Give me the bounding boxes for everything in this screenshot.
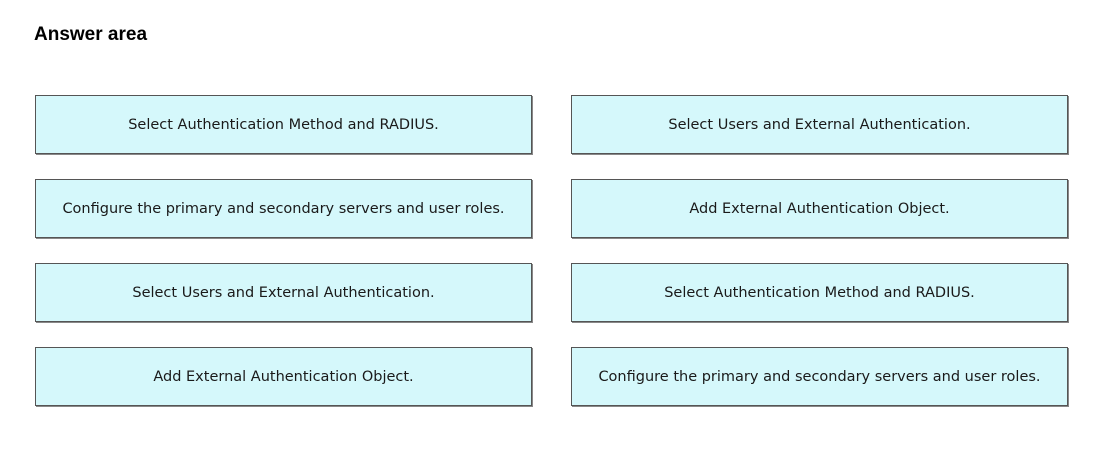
source-step-add-auth-object[interactable]: Add External Authentication Object. — [35, 347, 532, 406]
answer-steps-column: Select Users and External Authentication… — [571, 95, 1068, 431]
answer-area-title: Answer area — [34, 24, 148, 45]
source-step-configure-servers[interactable]: Configure the primary and secondary serv… — [35, 179, 532, 238]
answer-step-select-users[interactable]: Select Users and External Authentication… — [571, 95, 1068, 154]
source-step-select-users[interactable]: Select Users and External Authentication… — [35, 263, 532, 322]
answer-step-select-auth-method[interactable]: Select Authentication Method and RADIUS. — [571, 263, 1068, 322]
source-step-select-auth-method[interactable]: Select Authentication Method and RADIUS. — [35, 95, 532, 154]
answer-step-add-auth-object[interactable]: Add External Authentication Object. — [571, 179, 1068, 238]
answer-step-configure-servers[interactable]: Configure the primary and secondary serv… — [571, 347, 1068, 406]
source-steps-column: Select Authentication Method and RADIUS.… — [35, 95, 532, 431]
